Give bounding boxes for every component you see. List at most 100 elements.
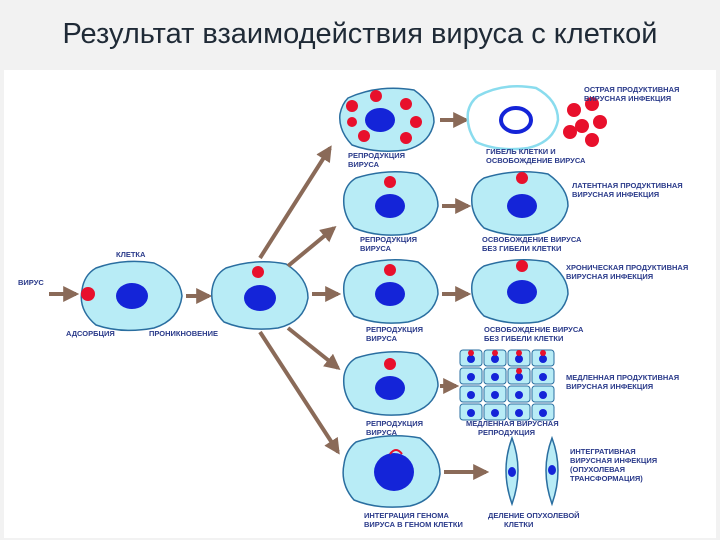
acute-cell bbox=[339, 87, 435, 152]
virus-particle bbox=[468, 350, 474, 356]
arrow bbox=[258, 145, 332, 260]
arrow bbox=[286, 326, 341, 370]
virus-particle bbox=[400, 132, 412, 144]
virus-particle bbox=[516, 350, 522, 356]
initial-cell bbox=[80, 260, 183, 332]
latent-repro-cell bbox=[342, 171, 439, 236]
label-latent-b: ВИРУСНАЯ ИНФЕКЦИЯ bbox=[572, 190, 659, 199]
virus-particle bbox=[384, 264, 396, 276]
label-slowrepro-b: РЕПРОДУКЦИЯ bbox=[478, 428, 535, 437]
virus-particle bbox=[384, 176, 396, 188]
viral-genome bbox=[389, 449, 403, 455]
virus-particle bbox=[347, 117, 357, 127]
nucleus bbox=[467, 373, 475, 381]
nucleus bbox=[539, 373, 547, 381]
nucleus bbox=[467, 355, 475, 363]
nucleus bbox=[515, 373, 523, 381]
nucleus bbox=[491, 409, 499, 417]
label-slowrepro-a: МЕДЛЕННАЯ ВИРУСНАЯ bbox=[466, 419, 559, 428]
nucleus bbox=[515, 355, 523, 363]
label-slow-b: ВИРУСНАЯ ИНФЕКЦИЯ bbox=[566, 382, 653, 391]
nucleus bbox=[515, 409, 523, 417]
label-genome-a: ИНТЕГРАЦИЯ ГЕНОМА bbox=[364, 511, 449, 520]
nucleus bbox=[375, 194, 405, 218]
nucleus bbox=[539, 391, 547, 399]
label-genome-b: ВИРУСА В ГЕНОМ КЛЕТКИ bbox=[364, 520, 463, 529]
virus-particle bbox=[516, 260, 528, 272]
label-integr-a: ИНТЕГРАТИВНАЯ bbox=[570, 447, 636, 456]
label-acute-b: ВИРУСНАЯ ИНФЕКЦИЯ bbox=[584, 94, 671, 103]
label-integr-c: (ОПУХОЛЕВАЯ bbox=[570, 465, 625, 474]
virus-particle bbox=[252, 266, 264, 278]
page-title: Результат взаимодействия вируса с клетко… bbox=[62, 18, 658, 50]
label-adsorption: АДСОРБЦИЯ bbox=[66, 329, 115, 338]
label-cell: КЛЕТКА bbox=[116, 250, 146, 259]
label-virus: ВИРУС bbox=[18, 278, 44, 287]
label-death-b: ОСВОБОЖДЕНИЕ ВИРУСА bbox=[486, 156, 586, 165]
label-slow-a: МЕДЛЕННАЯ ПРОДУКТИВНАЯ bbox=[566, 373, 679, 382]
diagram-panel: ВИРУС КЛЕТКА АДСОРБЦИЯ ПРОНИКНОВЕНИЕ РЕП… bbox=[4, 70, 716, 538]
nucleus bbox=[499, 106, 533, 134]
label-release2-a: ОСВОБОЖДЕНИЕ ВИРУСА bbox=[484, 325, 584, 334]
nucleus bbox=[244, 285, 276, 311]
latent-release-cell bbox=[471, 171, 569, 236]
virus-particle bbox=[81, 287, 95, 301]
nucleus bbox=[491, 391, 499, 399]
virus-particle bbox=[346, 100, 358, 112]
label-repro4-b: ВИРУСА bbox=[366, 428, 398, 437]
nucleus bbox=[375, 376, 405, 400]
nucleus bbox=[375, 282, 405, 306]
virus-cell-diagram: ВИРУС КЛЕТКА АДСОРБЦИЯ ПРОНИКНОВЕНИЕ РЕП… bbox=[18, 85, 688, 529]
label-release2-b: БЕЗ ГИБЕЛИ КЛЕТКИ bbox=[484, 334, 563, 343]
label-repro3-b: ВИРУСА bbox=[366, 334, 398, 343]
penetrated-cell bbox=[211, 261, 309, 330]
slow-repro-cell bbox=[342, 351, 439, 416]
nucleus bbox=[467, 409, 475, 417]
nucleus bbox=[374, 453, 414, 491]
chronic-repro-cell bbox=[342, 259, 439, 324]
label-repro1-a: РЕПРОДУКЦИЯ bbox=[348, 151, 405, 160]
released-viruses bbox=[563, 97, 607, 147]
virus-particle bbox=[540, 350, 546, 356]
dead-cell bbox=[466, 85, 560, 151]
label-repro2-a: РЕПРОДУКЦИЯ bbox=[360, 235, 417, 244]
label-tumor-a: ДЕЛЕНИЕ ОПУХОЛЕВОЙ bbox=[488, 511, 580, 520]
integration-cell bbox=[342, 435, 441, 508]
nucleus bbox=[491, 373, 499, 381]
label-penetration: ПРОНИКНОВЕНИЕ bbox=[149, 329, 218, 338]
label-repro1-b: ВИРУСА bbox=[348, 160, 380, 169]
virus-particle bbox=[516, 172, 528, 184]
label-tumor-b: КЛЕТКИ bbox=[504, 520, 533, 529]
label-chronic-b: ВИРУСНАЯ ИНФЕКЦИЯ bbox=[566, 272, 653, 281]
label-death-a: ГИБЕЛЬ КЛЕТКИ И bbox=[486, 147, 556, 156]
nucleus bbox=[507, 194, 537, 218]
nucleus bbox=[467, 391, 475, 399]
nucleus bbox=[365, 108, 395, 132]
label-repro3-a: РЕПРОДУКЦИЯ bbox=[366, 325, 423, 334]
label-integr-b: ВИРУСНАЯ ИНФЕКЦИЯ bbox=[570, 456, 657, 465]
virus-particle bbox=[370, 90, 382, 102]
virus-particle bbox=[384, 358, 396, 370]
virus-particle bbox=[492, 350, 498, 356]
label-integr-d: ТРАНСФОРМАЦИЯ) bbox=[570, 474, 643, 483]
virus-particle bbox=[400, 98, 412, 110]
label-repro2-b: ВИРУСА bbox=[360, 244, 392, 253]
label-latent-a: ЛАТЕНТНАЯ ПРОДУКТИВНАЯ bbox=[572, 181, 683, 190]
virus-particle bbox=[358, 130, 370, 142]
nucleus bbox=[507, 280, 537, 304]
label-acute-a: ОСТРАЯ ПРОДУКТИВНАЯ bbox=[584, 85, 679, 94]
virus-particle bbox=[410, 116, 422, 128]
nucleus bbox=[539, 355, 547, 363]
label-chronic-a: ХРОНИЧЕСКАЯ ПРОДУКТИВНАЯ bbox=[566, 263, 688, 272]
tumor-cells bbox=[505, 435, 559, 507]
nucleus bbox=[116, 283, 148, 309]
nucleus bbox=[539, 409, 547, 417]
virus-particle bbox=[516, 368, 522, 374]
arrow bbox=[286, 225, 337, 268]
arrow bbox=[258, 330, 340, 455]
slow-infection-tissue bbox=[459, 349, 555, 421]
nucleus bbox=[491, 355, 499, 363]
label-release-a: ОСВОБОЖДЕНИЕ ВИРУСА bbox=[482, 235, 582, 244]
chronic-release-cell bbox=[471, 259, 569, 324]
nucleus bbox=[515, 391, 523, 399]
